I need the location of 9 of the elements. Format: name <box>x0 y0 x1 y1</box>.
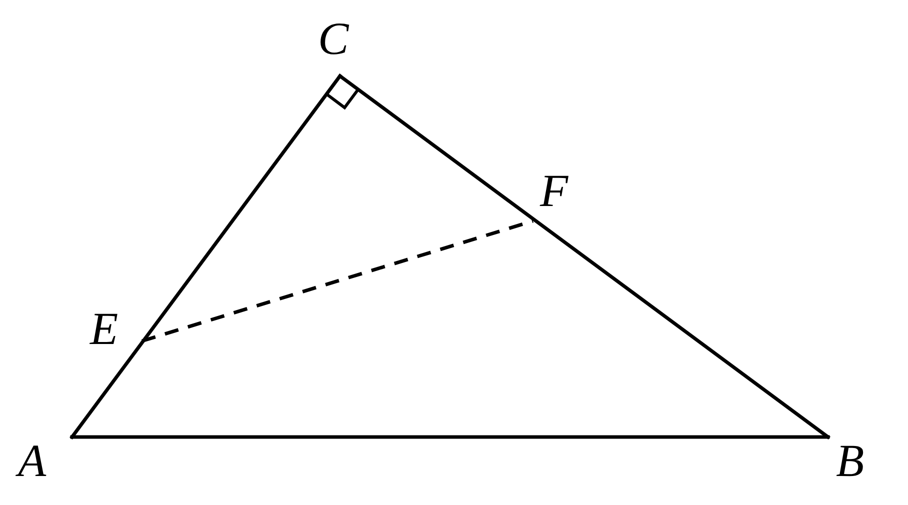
dashed-segment <box>141 219 534 343</box>
point-label: C <box>318 16 349 62</box>
triangle-side <box>70 74 342 439</box>
point-label: B <box>836 438 864 484</box>
point-label: E <box>90 306 118 352</box>
triangle-side <box>338 74 830 439</box>
point-label: F <box>540 168 568 214</box>
point-label: A <box>18 438 46 484</box>
triangle-side <box>70 435 830 439</box>
